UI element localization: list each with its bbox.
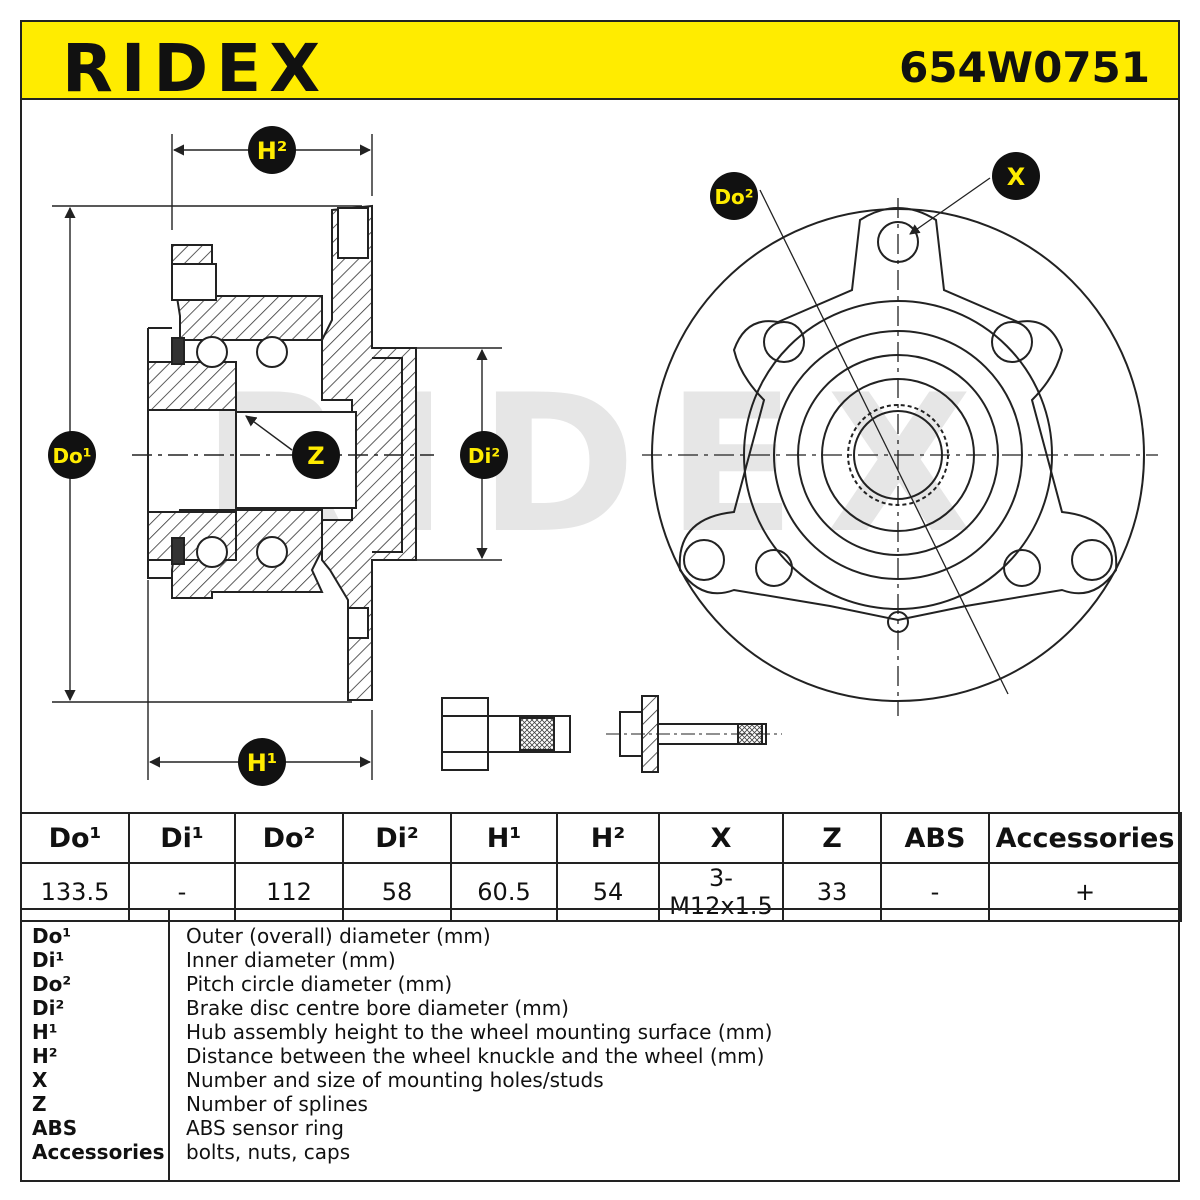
spec-header: Z <box>782 812 882 864</box>
spec-header: Do¹ <box>20 812 130 864</box>
legend-desc: Distance between the wheel knuckle and t… <box>186 1044 765 1068</box>
inner-race-top <box>147 361 237 411</box>
stud-hole <box>763 321 805 363</box>
legend-key: H¹ <box>32 1020 58 1044</box>
legend-desc: Number and size of mounting holes/studs <box>186 1068 604 1092</box>
legend-desc: Pitch circle diameter (mm) <box>186 972 453 996</box>
legend-desc: Brake disc centre bore diameter (mm) <box>186 996 569 1020</box>
spec-value: 33 <box>782 862 882 922</box>
legend-key: Z <box>32 1092 47 1116</box>
legend-row: Accessories bolts, nuts, caps <box>22 1140 1178 1164</box>
svg-text:H²: H² <box>257 137 288 165</box>
part-number: 654W0751 <box>899 43 1150 92</box>
legend-divider <box>168 910 170 1180</box>
spec-value: 112 <box>234 862 344 922</box>
legend-desc: ABS sensor ring <box>186 1116 344 1140</box>
legend-row: Do² Pitch circle diameter (mm) <box>22 972 1178 996</box>
z-leader <box>245 415 293 451</box>
svg-text:Do²: Do² <box>714 185 753 209</box>
seal <box>171 337 185 365</box>
spec-header: Accessories <box>988 812 1182 864</box>
stud-stub <box>347 607 369 639</box>
label-di2-badge: Di² <box>460 431 508 479</box>
svg-text:H¹: H¹ <box>247 749 278 777</box>
spec-header-row: Do¹ Di¹ Do² Di² H¹ H² X Z ABS Accessorie… <box>20 812 1182 864</box>
legend-desc: bolts, nuts, caps <box>186 1140 351 1164</box>
svg-text:Z: Z <box>307 442 324 470</box>
spec-header: H¹ <box>450 812 558 864</box>
svg-text:X: X <box>1007 163 1026 191</box>
spec-header: H² <box>556 812 660 864</box>
brand-logo: RIDEX <box>62 30 329 107</box>
svg-text:Do¹: Do¹ <box>52 444 91 468</box>
label-do1-badge: Do¹ <box>48 431 96 479</box>
spec-value-row: 133.5 - 112 58 60.5 54 3-M12x1.5 33 - + <box>20 862 1182 922</box>
hub-section-view <box>147 204 417 701</box>
legend-row: Di¹ Inner diameter (mm) <box>22 948 1178 972</box>
label-h2-badge: H² <box>248 126 296 174</box>
spec-value: + <box>988 862 1182 922</box>
stud-hole <box>683 539 725 581</box>
spec-value: 60.5 <box>450 862 558 922</box>
spec-table: Do¹ Di¹ Do² Di² H¹ H² X Z ABS Accessorie… <box>20 812 1182 922</box>
stud-hole <box>1003 549 1041 587</box>
stud-hole <box>1071 539 1113 581</box>
header-bar: RIDEX 654W0751 <box>20 20 1180 107</box>
legend-row: H² Distance between the wheel knuckle an… <box>22 1044 1178 1068</box>
spec-value: - <box>880 862 990 922</box>
legend-key: Do² <box>32 972 72 996</box>
legend-row: H¹ Hub assembly height to the wheel moun… <box>22 1020 1178 1044</box>
technical-drawing: RIDEX <box>48 126 1158 786</box>
legend-box: Do¹ Outer (overall) diameter (mm) Di¹ In… <box>20 908 1180 1182</box>
spec-value: 3-M12x1.5 <box>658 862 784 922</box>
spec-header: Di¹ <box>128 812 236 864</box>
wheel-bolt <box>441 697 571 771</box>
svg-text:Di²: Di² <box>468 444 500 468</box>
spec-value: 54 <box>556 862 660 922</box>
label-do2-badge: Do² <box>710 172 758 220</box>
spec-header: X <box>658 812 784 864</box>
label-h1-badge: H¹ <box>238 738 286 786</box>
legend-desc: Hub assembly height to the wheel mountin… <box>186 1020 773 1044</box>
legend-row: Z Number of splines <box>22 1092 1178 1116</box>
flange-outline <box>678 207 1118 622</box>
stud-hole <box>755 549 793 587</box>
label-z-badge: Z <box>292 431 340 479</box>
dimension-lines-front <box>642 177 1158 716</box>
wheel-stud <box>606 695 782 773</box>
spec-header: ABS <box>880 812 990 864</box>
legend-key: ABS <box>32 1116 78 1140</box>
label-x-badge: X <box>992 152 1040 200</box>
legend-desc: Inner diameter (mm) <box>186 948 396 972</box>
legend-desc: Outer (overall) diameter (mm) <box>186 924 491 948</box>
legend-key: H² <box>32 1044 58 1068</box>
legend-key: X <box>32 1068 48 1092</box>
legend-key: Di¹ <box>32 948 65 972</box>
dimension-lines-side <box>52 134 502 780</box>
stud-stub <box>337 207 369 259</box>
legend-row: Di² Brake disc centre bore diameter (mm) <box>22 996 1178 1020</box>
spec-header: Di² <box>342 812 452 864</box>
seal <box>171 537 185 565</box>
spec-value: 58 <box>342 862 452 922</box>
legend-desc: Number of splines <box>186 1092 368 1116</box>
spec-value: 133.5 <box>20 862 130 922</box>
x-leader <box>909 177 991 235</box>
legend-key: Di² <box>32 996 65 1020</box>
legend-key: Accessories <box>32 1140 165 1164</box>
legend-row: X Number and size of mounting holes/stud… <box>22 1068 1178 1092</box>
legend-key: Do¹ <box>32 924 72 948</box>
bearing-ball <box>196 336 228 368</box>
legend-row: Do¹ Outer (overall) diameter (mm) <box>22 924 1178 948</box>
bearing-ball <box>196 536 228 568</box>
spec-header: Do² <box>234 812 344 864</box>
bearing-ball <box>256 536 288 568</box>
spec-value: - <box>128 862 236 922</box>
knuckle-lug <box>171 263 217 301</box>
legend-row: ABS ABS sensor ring <box>22 1116 1178 1140</box>
bearing-ball <box>256 336 288 368</box>
stud-hole <box>991 321 1033 363</box>
